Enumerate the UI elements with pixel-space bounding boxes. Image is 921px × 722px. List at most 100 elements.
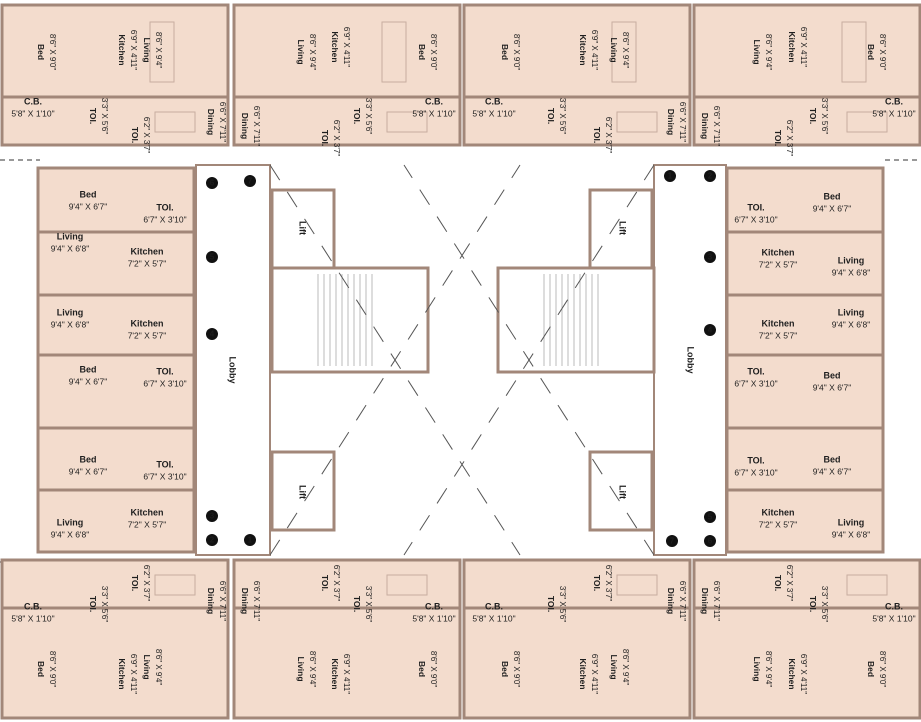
- room-name-l-kitchen3: Kitchen: [130, 507, 163, 517]
- unit-upper-b-tl: [0, 558, 230, 610]
- room-dim-r-toi2: 6'7" X 3'10": [734, 214, 777, 224]
- room-dim-r-toi5: 6'7" X 3'10": [734, 467, 777, 477]
- room-dim-t3-toi1: 3'3" X 5'6": [558, 98, 567, 134]
- cutout-diagonal: [403, 164, 655, 556]
- room-name-t2-bed: Bed: [417, 44, 427, 60]
- room-dim-tr-toi1: 6'2" X 3'7": [785, 120, 794, 156]
- room-dim-t2-toi1: 6'2" X 3'7": [332, 120, 341, 156]
- room-dim-l-living3: 9'4" X 6'8": [51, 529, 90, 539]
- room-dim-r-living4: 9'4" X 6'8": [832, 319, 871, 329]
- unit-number-rn-7: 7: [670, 537, 675, 546]
- unit-number-rn-4: 4: [708, 326, 713, 335]
- room-dim-br-dining: 6'6" X 7'11": [712, 581, 721, 621]
- unit-upper-b-t2: [232, 558, 462, 610]
- room-dim-t3-kitchen: 6'9" X 4'11": [590, 30, 599, 70]
- room-dim-b2-toi1: 6'2" X 3'7": [332, 565, 341, 601]
- room-dim-tl-kitchen: 6'9" X 4'11": [129, 30, 138, 70]
- dining-table: [386, 574, 428, 596]
- side-unit-0-1: [36, 230, 196, 297]
- room-name-b3-cb: C.B.: [485, 601, 503, 611]
- room-dim-t3-cb: 5'8" X 1'10": [472, 108, 515, 118]
- room-dim-b3-toi1: 6'2" X 3'7": [604, 565, 613, 601]
- room-dim-bl-kitchen: 6'9" X 4'11": [129, 654, 138, 694]
- room-dim-t3-dining: 6'6" X 7'11": [678, 102, 687, 142]
- room-name-tr-cb: C.B.: [885, 96, 903, 106]
- room-dim-b3-living: 8'6" X 9'4": [621, 649, 630, 685]
- room-name-tr-living: Living: [752, 39, 762, 64]
- room-name-bl-toi2: TOI.: [88, 596, 98, 612]
- unit-number-rn-2: 2: [708, 172, 713, 181]
- room-name-l-kitchen5: Kitchen: [130, 246, 163, 256]
- room-dim-r-living3: 9'4" X 6'8": [832, 267, 871, 277]
- room-dim-t2-kitchen: 6'9" X 4'11": [342, 27, 351, 67]
- room-name-br-living: Living: [752, 656, 762, 681]
- room-name-l-living5: Living: [57, 231, 84, 241]
- room-name-t2-toi1: TOI.: [320, 130, 330, 146]
- unit-number-badge-rn-6: [704, 535, 716, 547]
- room-dim-bl-dining: 6'6" X 7'11": [218, 581, 227, 621]
- room-dim-r-bed4: 9'4" X 6'7": [813, 382, 852, 392]
- stair-well: [270, 266, 430, 374]
- room-name-tr-kitchen: Kitchen: [787, 31, 797, 62]
- room-name-l-bed6: Bed: [79, 189, 96, 199]
- room-dim-b3-bed: 8'6" X 9'0": [512, 651, 521, 687]
- unit-lower-t3: [462, 95, 692, 147]
- unit-number-ln-7: 7: [248, 177, 253, 186]
- dining-table: [846, 111, 888, 133]
- unit-shell-tr: [692, 3, 921, 99]
- lobby-right: [653, 164, 727, 556]
- sofa: [841, 21, 867, 83]
- unit-number-ln-6: 6: [210, 179, 215, 188]
- room-name-t3-toi1: TOI.: [546, 108, 556, 124]
- room-name-b2-dining: Dining: [240, 588, 250, 614]
- room-dim-tl-toi2: 6'2" X 3'7": [142, 117, 151, 153]
- room-name-bl-dining: Dining: [206, 588, 216, 614]
- room-name-br-dining: Dining: [700, 588, 710, 614]
- room-name-r-living4: Living: [838, 307, 865, 317]
- room-name-l-toi6: TOI.: [156, 202, 173, 212]
- room-name-r-living5: Living: [838, 517, 865, 527]
- room-name-b3-kitchen: Kitchen: [578, 658, 588, 689]
- dining-table: [154, 111, 196, 133]
- room-dim-t2-bed: 8'6" X 9'0": [429, 34, 438, 70]
- room-dim-b2-dining: 6'6" X 7'11": [252, 581, 261, 621]
- room-name-br-cb: C.B.: [885, 601, 903, 611]
- room-dim-l-toi6: 6'7" X 3'10": [143, 214, 186, 224]
- room-dim-bl-cb: 5'8" X 1'10": [11, 613, 54, 623]
- room-name-b3-bed: Bed: [500, 661, 510, 677]
- room-dim-t2-living: 8'6" X 9'4": [308, 34, 317, 70]
- dining-table: [154, 574, 196, 596]
- room-name-b3-dining: Dining: [666, 588, 676, 614]
- unit-number-badge-ln-6: [206, 177, 218, 189]
- sofa: [381, 21, 407, 83]
- room-dim-bl-toi1: 6'2" X 3'7": [142, 565, 151, 601]
- unit-number-ln-4: 4: [210, 330, 215, 339]
- side-unit-1-1: [725, 230, 885, 297]
- room-dim-br-toi1: 6'2" X 3'7": [785, 565, 794, 601]
- room-dim-r-bed2: 9'4" X 6'7": [813, 203, 852, 213]
- lift-shaft: [270, 450, 336, 532]
- room-name-b3-toi2: TOI.: [546, 596, 556, 612]
- room-name-tr-dining: Dining: [700, 113, 710, 139]
- room-dim-b3-toi2: 3'3" X 5'6": [558, 586, 567, 622]
- room-dim-t2-cb: 5'8" X 1'10": [412, 108, 455, 118]
- room-dim-l-bed4: 9'4" X 6'7": [69, 376, 108, 386]
- room-name-b2-toi2: TOI.: [352, 596, 362, 612]
- room-dim-l-bed6: 9'4" X 6'7": [69, 201, 108, 211]
- room-dim-b3-kitchen: 6'9" X 4'11": [590, 654, 599, 694]
- side-unit-1-5: [725, 488, 885, 554]
- room-dim-t2-toi2: 3'3" X 5'6": [364, 98, 373, 134]
- room-dim-r-bed5: 9'4" X 6'7": [813, 466, 852, 476]
- room-name-b2-cb: C.B.: [425, 601, 443, 611]
- room-dim-tr-kitchen: 6'9" X 4'11": [799, 27, 808, 67]
- room-name-tl-toi2: TOI.: [130, 127, 140, 143]
- dining-table: [616, 111, 658, 133]
- lobby-layer: [195, 164, 727, 556]
- room-dim-bl-toi2: 3'3" X 5'6": [100, 586, 109, 622]
- room-dim-b3-cb: 5'8" X 1'10": [472, 613, 515, 623]
- cutout-diagonal: [269, 164, 521, 556]
- unit-shell-tl: [0, 3, 230, 99]
- side-unit-1-3: [725, 353, 885, 430]
- room-name-t2-living: Living: [296, 39, 306, 64]
